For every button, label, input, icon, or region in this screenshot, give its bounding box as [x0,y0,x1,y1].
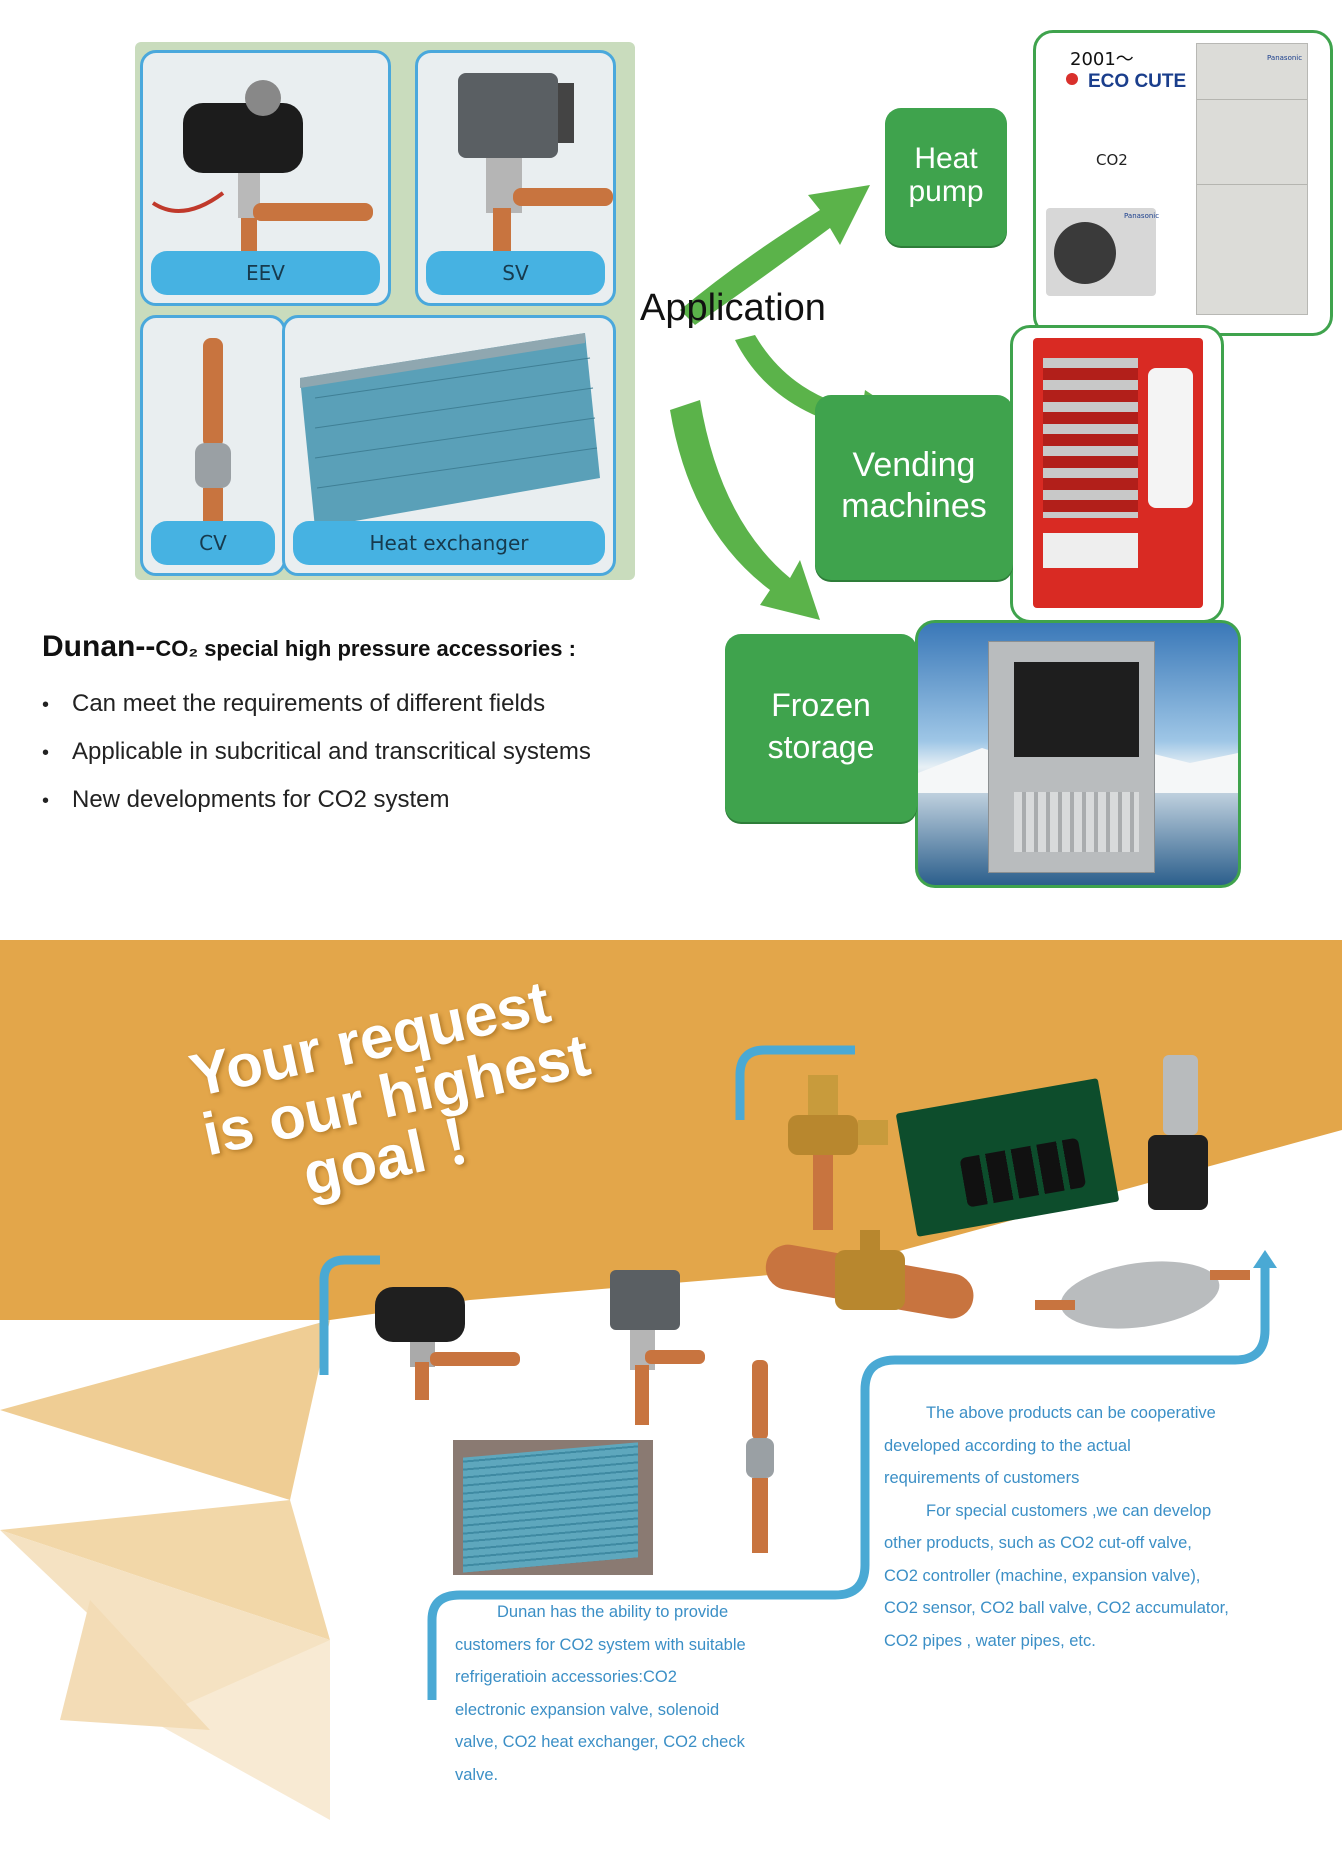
title-sub: CO₂ special high pressure accessories : [155,636,576,661]
eev-illustration [151,80,373,278]
ice-machine [988,641,1155,873]
frozen-line2: storage [767,729,875,765]
left-text-line: customers for CO2 system with suitable [455,1635,746,1654]
left-description: Dunan has the ability to provide custome… [455,1596,855,1791]
section-title: Dunan--CO₂ special high pressure accesso… [42,630,576,664]
vending-machine-body [1033,338,1203,608]
eev-caption: EEV [151,251,380,295]
vending-machines-box: Vending machines [815,395,1013,580]
heat-exchanger-product-image [453,1440,653,1575]
vending-machine-photo [1010,325,1224,623]
right-text-line: CO2 controller (machine, expansion valve… [884,1566,1201,1585]
tank-unit: Panasonic [1196,43,1308,315]
right-text-line: CO2 sensor, CO2 ball valve, CO2 accumula… [884,1599,1229,1617]
right-text-line: other products, such as CO2 cut-off valv… [884,1534,1192,1552]
heat-exchanger-photo: Heat exchanger [282,315,616,576]
heat-pump-line1: Heat [914,142,978,175]
eev-product-image [365,1262,525,1402]
sv-photo: SV [415,50,616,306]
feature-item: Applicable in subcritical and transcriti… [42,738,591,786]
sv-caption: SV [426,251,605,295]
left-text-line: Dunan has the ability to provide [497,1603,729,1621]
frozen-storage-photo [915,620,1241,888]
tank-maker: Panasonic [1267,54,1303,62]
cv-caption: CV [151,521,275,565]
orange-banner-background [0,940,1342,1820]
eco-cute-brand: ECO CUTE [1088,71,1187,92]
check-valve-image [740,1360,780,1560]
right-text-line: For special customers ,we can develop [926,1501,1212,1520]
left-text-line: refrigeratioin accessories:CO2 [455,1668,677,1686]
title-main: Dunan-- [42,630,156,663]
heat-pump-photo: 2001～ ECO CUTE CO2 Panasonic Panasonic [1033,30,1333,336]
frozen-line1: Frozen [771,687,871,723]
angle-valve-image [778,1055,888,1235]
heat-pump-year: 2001～ [1070,49,1134,70]
feature-item: New developments for CO2 system [42,786,591,834]
heat-exchanger-caption: Heat exchanger [293,521,605,565]
right-description: The above products can be cooperative de… [884,1397,1329,1657]
outdoor-maker: Panasonic [1124,212,1160,220]
heat-exchanger-illustration [300,333,600,528]
right-text-line: requirements of customers [884,1469,1080,1487]
frozen-storage-box: Frozen storage [725,634,917,822]
heat-pump-box: Heat pump [885,108,1007,246]
left-text-line: valve, CO2 heat exchanger, CO2 check [455,1733,745,1751]
outdoor-unit: Panasonic [1046,208,1160,296]
heat-pump-line2: pump [908,175,984,208]
feature-item: Can meet the requirements of different f… [42,690,591,738]
solenoid-valve-image [585,1265,705,1430]
ball-valve-image [765,1225,985,1335]
cv-photo: CV [140,315,286,576]
co2-tag: CO2 [1096,151,1128,169]
right-text-line: developed according to the actual [884,1436,1131,1455]
right-text-line: CO2 pipes , water pipes, etc. [884,1631,1096,1650]
accumulator-image [1030,1250,1255,1340]
eco-cute-logo-icon [1066,73,1078,85]
vending-line1: Vending [852,446,976,484]
fan-icon [1054,222,1116,284]
application-label: Application [640,287,826,329]
pressure-sensor-image [1133,1050,1223,1220]
left-text-line: electronic expansion valve, solenoid [455,1700,720,1719]
vending-line2: machines [841,487,987,525]
right-text-line: The above products can be cooperative [926,1404,1216,1422]
left-text-line: valve. [455,1765,499,1784]
eev-photo: EEV [140,50,391,306]
feature-list: Can meet the requirements of different f… [42,690,591,834]
